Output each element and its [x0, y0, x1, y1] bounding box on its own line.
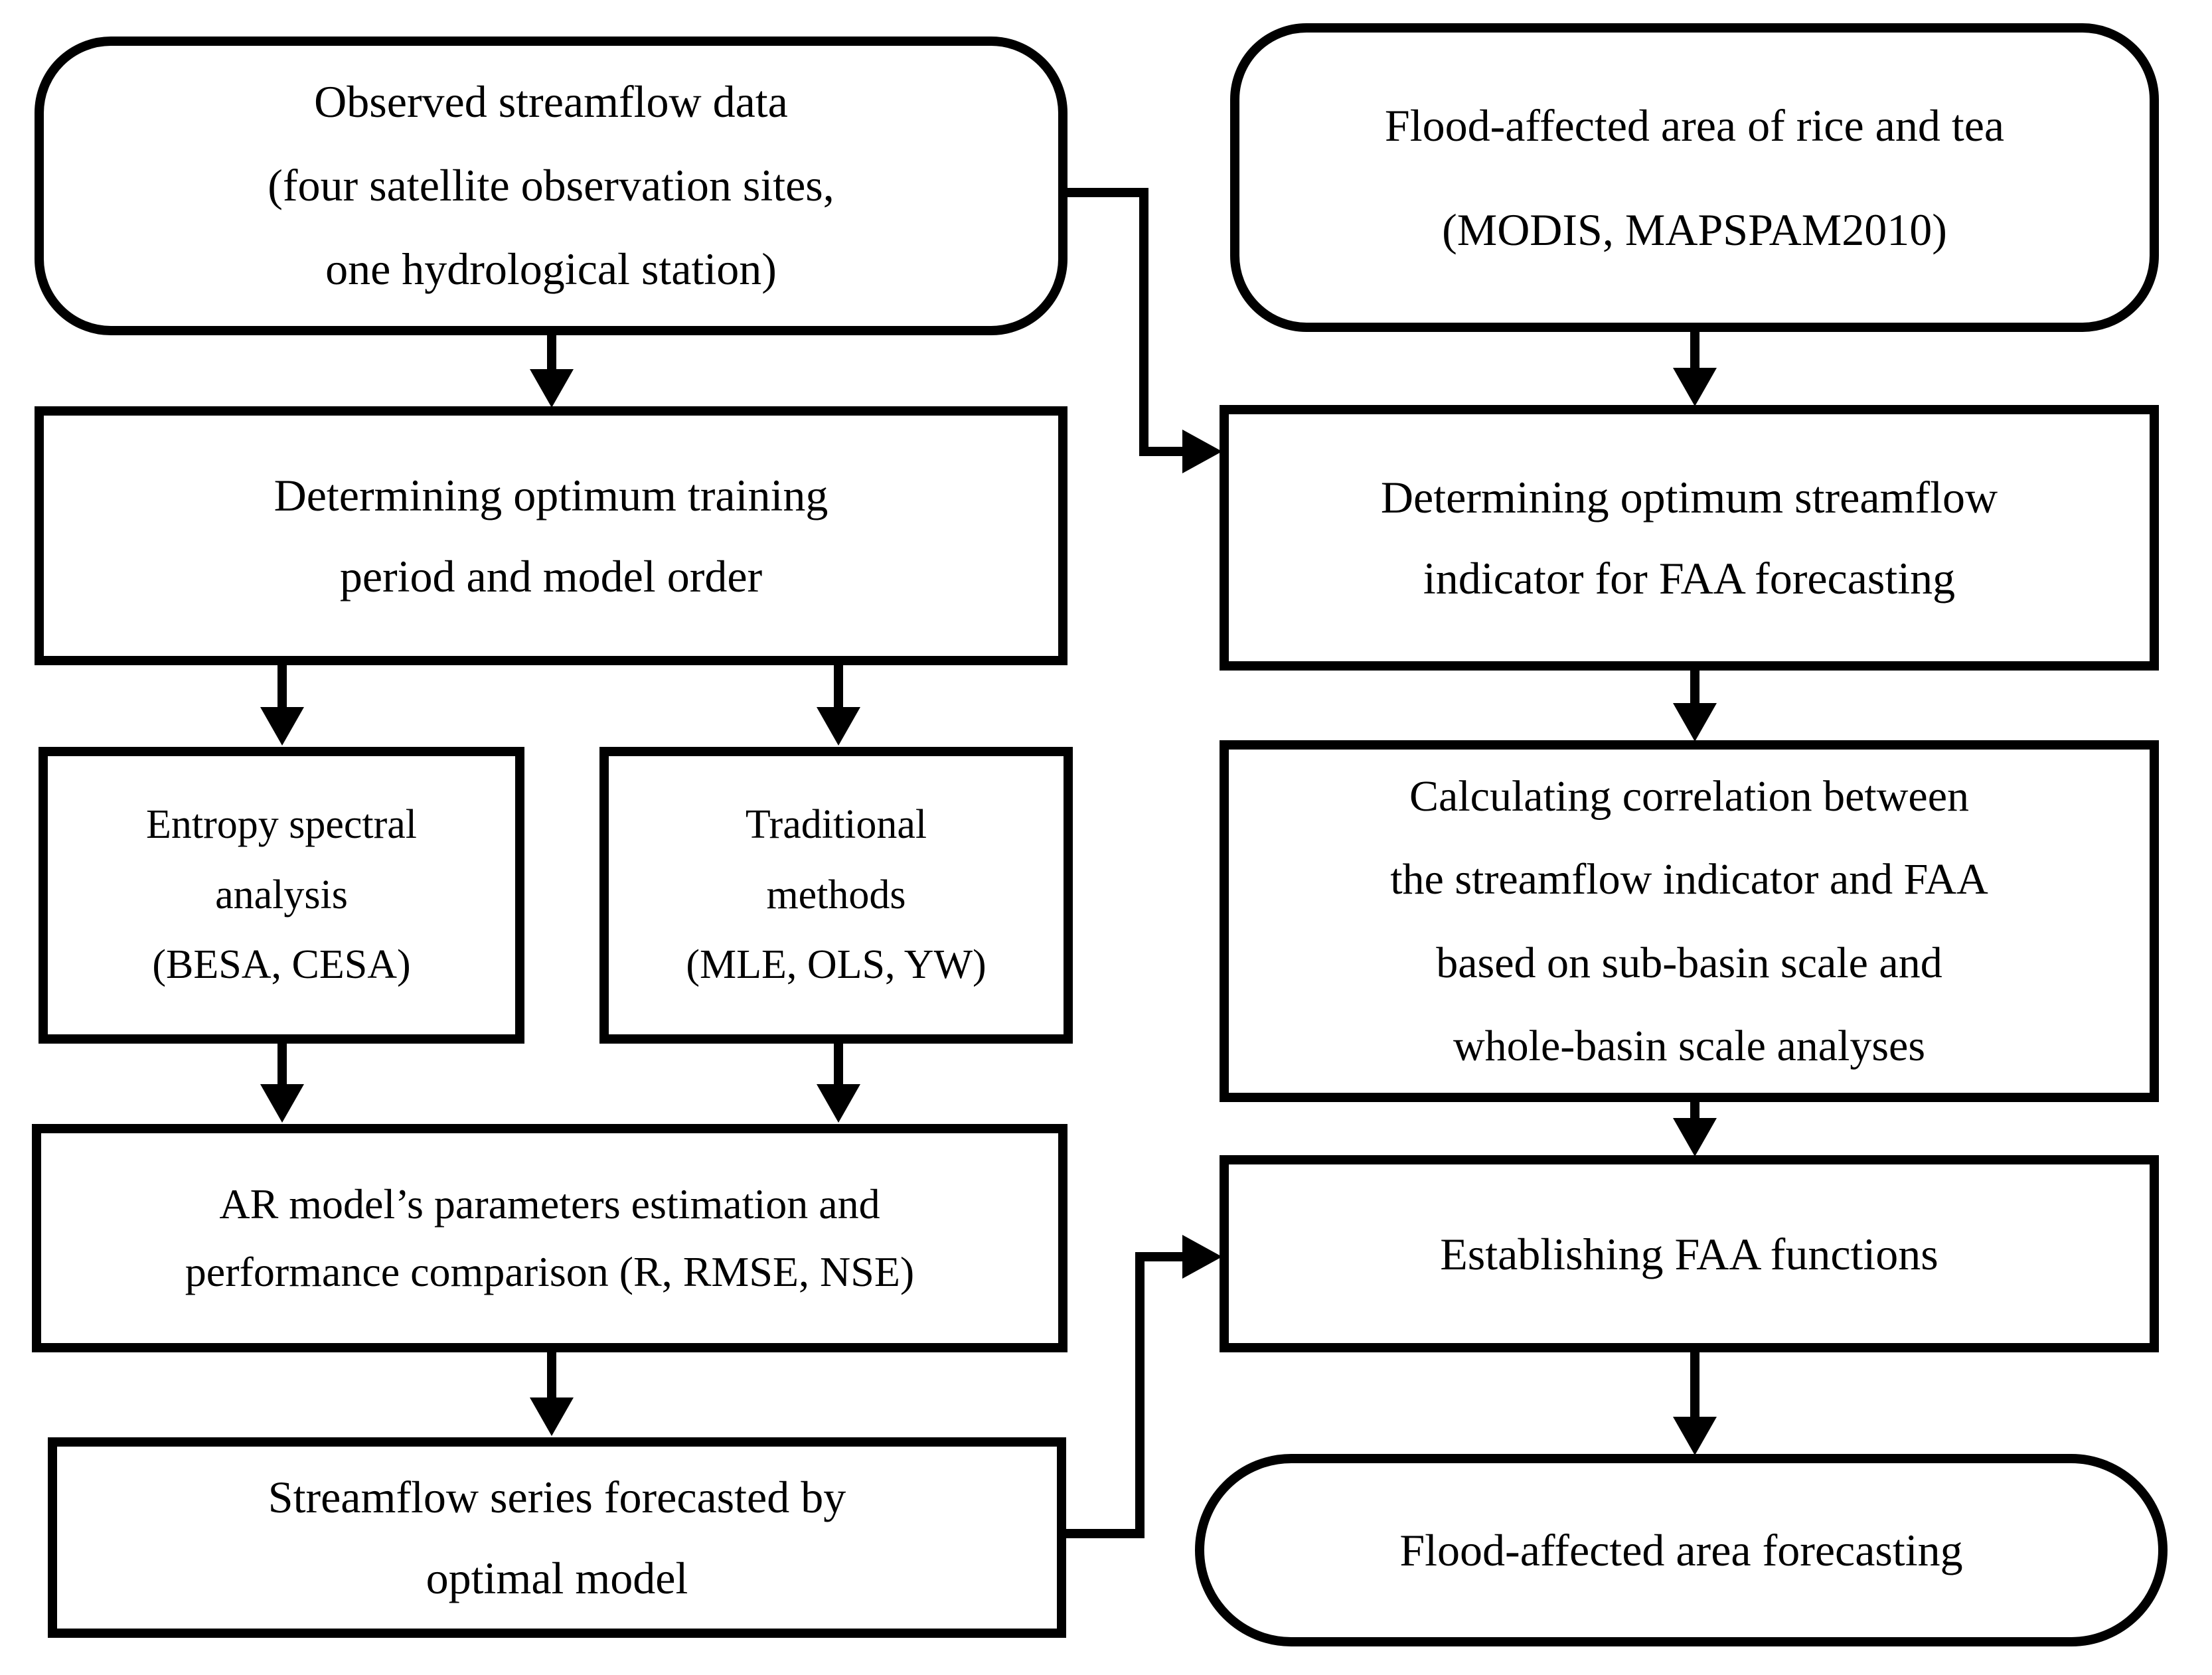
node-determining-training-period: Determining optimum training period and …: [35, 406, 1067, 665]
arrow-training-to-entropy: [260, 664, 304, 746]
node-training-line-2: period and model order: [339, 551, 763, 601]
node-forecast-series-line-1: Streamflow series forecasted by: [268, 1471, 846, 1522]
node-forecast-series-line-2: optimal model: [426, 1553, 688, 1603]
arrow-entropy-to-ar-model: [260, 1042, 304, 1123]
node-observed-line-2: (four satellite observation sites,: [268, 160, 834, 211]
arrow-ar-model-to-forecast-series: [530, 1351, 574, 1436]
node-flood-area-line-2: (MODIS, MAPSPAM2010): [1442, 204, 1947, 255]
node-correlation-line-4: whole-basin scale analyses: [1453, 1021, 1926, 1070]
node-traditional-line-3: (MLE, OLS, YW): [686, 942, 987, 988]
node-traditional-line-2: methods: [766, 872, 906, 917]
node-traditional-line-1: Traditional: [745, 802, 927, 848]
node-entropy-line-2: analysis: [215, 872, 348, 917]
node-ar-model-parameters: AR model’s parameters estimation and per…: [32, 1124, 1067, 1352]
arrow-forecast-series-to-faa-functions: [1064, 1235, 1222, 1538]
node-calculating-correlation: Calculating correlation between the stre…: [1220, 740, 2159, 1102]
node-traditional-methods: Traditional methods (MLE, OLS, YW): [599, 747, 1073, 1044]
arrow-flood-area-to-indicator: [1673, 331, 1717, 406]
node-flood-area-line-1: Flood-affected area of rice and tea: [1384, 100, 2005, 151]
node-indicator-line-2: indicator for FAA forecasting: [1423, 553, 1956, 603]
node-entropy-line-3: (BESA, CESA): [152, 942, 411, 988]
node-ar-model-line-1: AR model’s parameters estimation and: [219, 1180, 880, 1228]
arrow-observed-to-indicator: [1066, 188, 1222, 473]
node-correlation-line-3: based on sub-basin scale and: [1436, 938, 1942, 987]
node-faa-functions-line-1: Establishing FAA functions: [1440, 1228, 1938, 1279]
arrow-faa-functions-to-faa-forecasting: [1673, 1351, 1717, 1455]
node-observed-line-3: one hydrological station): [325, 243, 777, 294]
node-indicator-line-1: Determining optimum streamflow: [1380, 471, 1998, 522]
node-observed-streamflow-data: Observed streamflow data (four satellite…: [35, 37, 1067, 335]
arrow-traditional-to-ar-model: [817, 1042, 860, 1123]
node-establishing-faa-functions: Establishing FAA functions: [1220, 1155, 2159, 1352]
arrow-indicator-to-correlation: [1673, 669, 1717, 742]
arrow-training-to-traditional: [817, 664, 860, 746]
node-flood-affected-area-forecasting: Flood-affected area forecasting: [1195, 1454, 2168, 1646]
node-faa-forecasting-line-1: Flood-affected area forecasting: [1399, 1525, 1963, 1575]
node-entropy-spectral-analysis: Entropy spectral analysis (BESA, CESA): [39, 747, 524, 1044]
node-streamflow-series-forecasted: Streamflow series forecasted by optimal …: [48, 1437, 1066, 1638]
node-training-line-1: Determining optimum training: [274, 469, 829, 520]
arrow-correlation-to-faa-functions: [1673, 1101, 1717, 1157]
node-ar-model-line-2: performance comparison (R, RMSE, NSE): [185, 1248, 915, 1295]
node-observed-line-1: Observed streamflow data: [314, 76, 788, 127]
arrow-observed-to-training: [530, 334, 574, 408]
node-correlation-line-2: the streamflow indicator and FAA: [1390, 855, 1988, 904]
node-determining-streamflow-indicator: Determining optimum streamflow indicator…: [1220, 405, 2159, 671]
node-correlation-line-1: Calculating correlation between: [1409, 771, 1969, 821]
node-flood-affected-area-data: Flood-affected area of rice and tea (MOD…: [1230, 23, 2159, 332]
node-entropy-line-1: Entropy spectral: [145, 802, 418, 848]
